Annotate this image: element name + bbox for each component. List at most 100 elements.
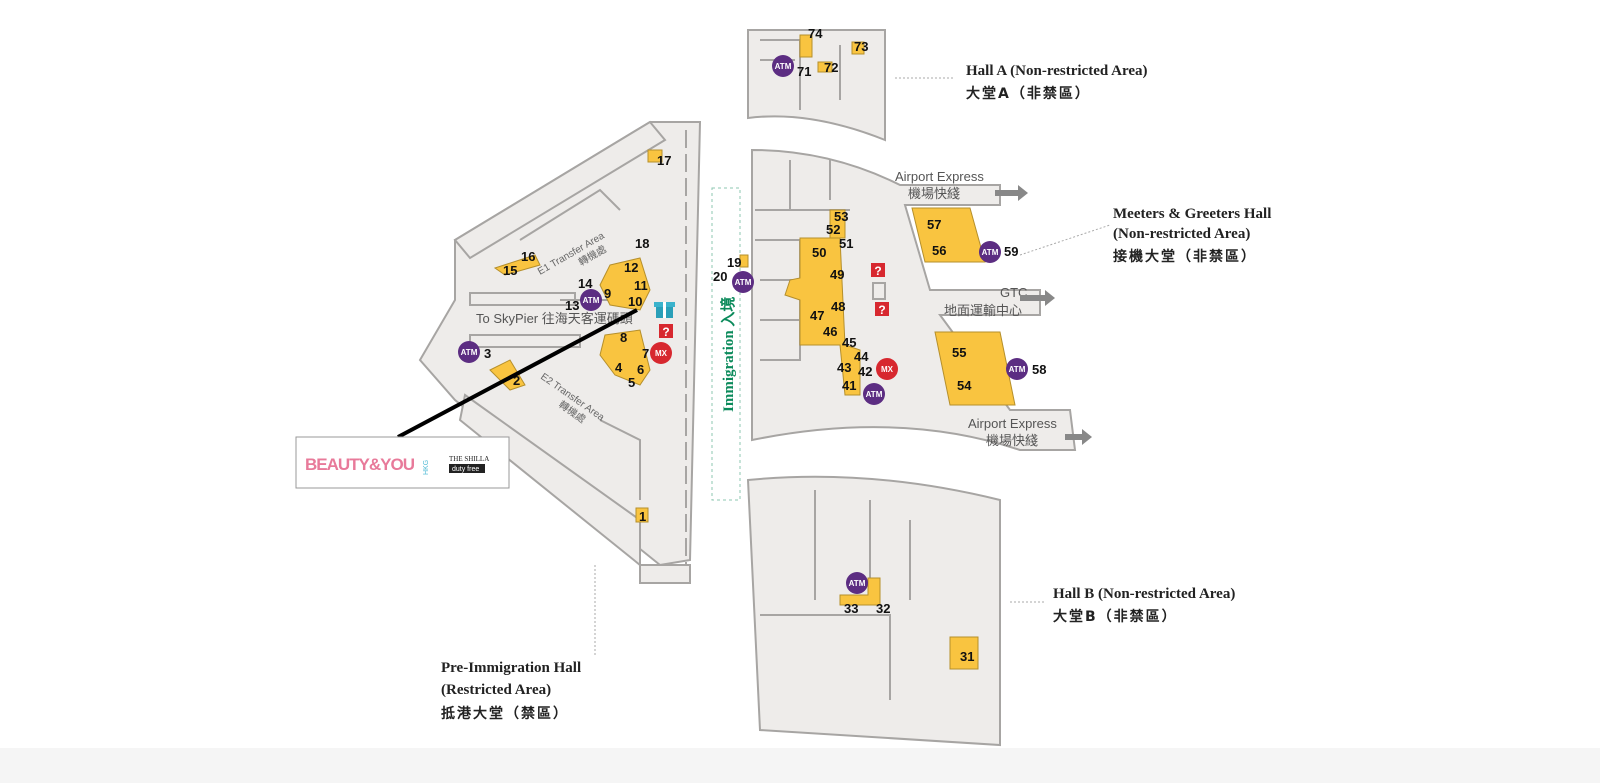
shop-number-15[interactable]: 15 <box>503 263 517 278</box>
atm-icon-label: ATM <box>866 390 883 399</box>
shop-number-59[interactable]: 59 <box>1004 244 1018 259</box>
shop-number-50[interactable]: 50 <box>812 245 826 260</box>
shop-number-11[interactable]: 11 <box>634 278 648 293</box>
meeters-title-zh: 接機大堂（非禁區） <box>1113 248 1257 265</box>
shop-number-5[interactable]: 5 <box>628 375 635 390</box>
shop-number-32[interactable]: 32 <box>876 601 890 616</box>
mx-icon[interactable]: MX <box>876 358 898 380</box>
shop-number-42[interactable]: 42 <box>858 364 872 379</box>
shop-number-47[interactable]: 47 <box>810 308 824 323</box>
atm-icon-label: ATM <box>1009 365 1026 374</box>
shop-number-10[interactable]: 10 <box>628 294 642 309</box>
shop-number-57[interactable]: 57 <box>927 217 941 232</box>
atm-icon-label: ATM <box>735 278 752 287</box>
footer-bar <box>0 748 1600 783</box>
shop-number-71[interactable]: 71 <box>797 64 811 79</box>
mx-icon-label: MX <box>881 365 894 374</box>
atm-icon-label: ATM <box>461 348 478 357</box>
shop-number-14[interactable]: 14 <box>578 276 593 291</box>
shop-number-12[interactable]: 12 <box>624 260 638 275</box>
shop-number-74[interactable]: 74 <box>808 26 823 41</box>
promo-brand: BEAUTY&YOU <box>305 455 415 474</box>
atm-icon-label: ATM <box>849 579 866 588</box>
shop-number-1[interactable]: 1 <box>639 509 646 524</box>
shop-number-18[interactable]: 18 <box>635 236 649 251</box>
shop-number-52[interactable]: 52 <box>826 222 840 237</box>
hall-a-title: Hall A (Non-restricted Area) <box>966 63 1148 79</box>
meeters-title: Meeters & Greeters Hall <box>1113 206 1271 222</box>
promo-partner: THE SHILLA <box>449 455 489 463</box>
shop-number-46[interactable]: 46 <box>823 324 837 339</box>
shop-number-20[interactable]: 20 <box>713 269 727 284</box>
shop-number-54[interactable]: 54 <box>957 378 972 393</box>
shop-number-49[interactable]: 49 <box>830 267 844 282</box>
shop-number-3[interactable]: 3 <box>484 346 491 361</box>
immigration-label: Immigration 入境 <box>719 297 737 412</box>
info-question-label: ? <box>662 325 669 339</box>
info-question-icon[interactable]: ? <box>659 324 673 339</box>
info-question-icon[interactable]: ? <box>875 302 889 317</box>
immigration-corridor <box>711 187 741 501</box>
airport-express-top: Airport Express <box>895 169 984 184</box>
atm-icon[interactable]: ATM <box>732 271 754 293</box>
mx-icon-label: MX <box>655 349 668 358</box>
shop-number-48[interactable]: 48 <box>831 299 845 314</box>
shop-number-58[interactable]: 58 <box>1032 362 1046 377</box>
gift-icon[interactable] <box>654 302 675 318</box>
atm-icon[interactable]: ATM <box>1006 358 1028 380</box>
beauty-and-you-promo[interactable]: BEAUTY&YOU HKG THE SHILLA duty free <box>295 436 510 489</box>
atm-icon[interactable]: ATM <box>979 241 1001 263</box>
atm-icon[interactable]: ATM <box>846 572 868 594</box>
atm-icon[interactable]: ATM <box>580 289 602 311</box>
shop-number-8[interactable]: 8 <box>620 330 627 345</box>
shop-number-33[interactable]: 33 <box>844 601 858 616</box>
shop-blocks <box>489 34 1016 670</box>
shop-number-2[interactable]: 2 <box>513 373 520 388</box>
shop-number-31[interactable]: 31 <box>960 649 974 664</box>
promo-pointer-line <box>397 308 638 439</box>
airport-express-bottom: Airport Express <box>968 416 1057 431</box>
shop-number-51[interactable]: 51 <box>839 236 853 251</box>
shop-number-44[interactable]: 44 <box>854 349 869 364</box>
shop-number-19[interactable]: 19 <box>727 255 741 270</box>
info-question-label: ? <box>874 264 881 278</box>
atm-icon-label: ATM <box>775 62 792 71</box>
promo-sub: HKG <box>423 460 430 475</box>
shop-number-7[interactable]: 7 <box>642 346 649 361</box>
pre-immigration-title: Pre-Immigration Hall <box>441 660 581 676</box>
shop-number-41[interactable]: 41 <box>842 378 856 393</box>
shop-number-9[interactable]: 9 <box>604 286 611 301</box>
atm-icon-label: ATM <box>583 296 600 305</box>
airport-express-top-zh: 機場快綫 <box>908 186 960 201</box>
gtc-label-zh: 地面運輸中心 <box>944 303 1022 318</box>
airport-express-bottom-zh: 機場快綫 <box>986 433 1038 448</box>
shop-number-17[interactable]: 17 <box>657 153 671 168</box>
hall-b-floor <box>746 475 1001 747</box>
arrow-icons <box>995 185 1092 445</box>
shop-number-16[interactable]: 16 <box>521 249 535 264</box>
atm-icon-label: ATM <box>982 248 999 257</box>
skypier-label: To SkyPier 往海天客運碼頭 <box>476 311 633 326</box>
shop-number-72[interactable]: 72 <box>824 60 838 75</box>
mx-icon[interactable]: MX <box>650 342 672 364</box>
shop-number-43[interactable]: 43 <box>837 360 851 375</box>
atm-icon[interactable]: ATM <box>863 383 885 405</box>
pre-immigration-floor <box>418 120 702 584</box>
atm-icon[interactable]: ATM <box>772 55 794 77</box>
shop-number-73[interactable]: 73 <box>854 39 868 54</box>
promo-partner-sub: duty free <box>452 466 479 473</box>
info-question-icon[interactable]: ? <box>871 263 885 278</box>
shop-number-45[interactable]: 45 <box>842 335 856 350</box>
hall-b-title: Hall B (Non-restricted Area) <box>1053 586 1235 602</box>
atm-icon[interactable]: ATM <box>458 341 480 363</box>
shop-number-55[interactable]: 55 <box>952 345 966 360</box>
shop-number-4[interactable]: 4 <box>615 360 623 375</box>
pre-immigration-subtitle: (Restricted Area) <box>441 682 551 698</box>
shop-number-13[interactable]: 13 <box>565 298 579 313</box>
shop-number-6[interactable]: 6 <box>637 362 644 377</box>
shop-number-56[interactable]: 56 <box>932 243 946 258</box>
meeters-subtitle: (Non-restricted Area) <box>1113 226 1250 242</box>
shop-number-53[interactable]: 53 <box>834 209 848 224</box>
pre-immigration-title-zh: 抵港大堂（禁區） <box>441 705 569 722</box>
